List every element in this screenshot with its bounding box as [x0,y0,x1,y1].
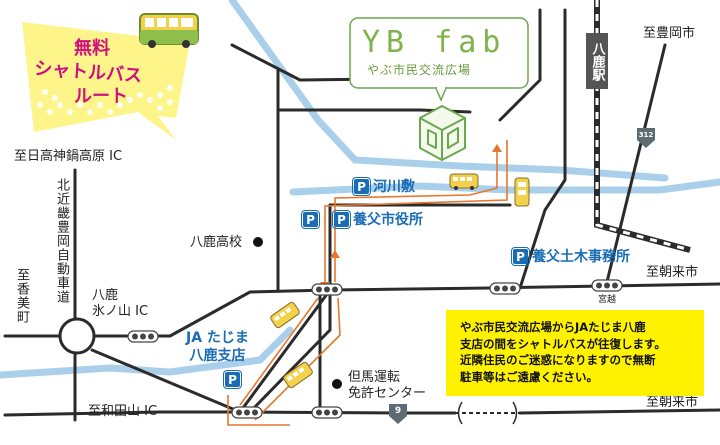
yoka-station-label: 八鹿駅 [586,33,608,89]
route-312-shield [637,128,655,148]
logo-frame [349,17,529,102]
route-312-label: 312 [638,131,654,139]
parking-city-hall: P 養父市役所 [332,210,423,229]
parking-icon-ja: P [223,370,242,389]
route-9-shield [389,404,407,424]
notice-line-2: 支店の間をシャトルバスが往復します。 [460,336,666,351]
to-wadayama-ic-label: 至和田山 IC [88,404,158,419]
to-asago-mid-label: 至朝来市 [646,265,699,280]
to-toyooka-label: 至豊岡市 [643,26,696,41]
tunnel-arc-left [457,401,463,425]
bus-icon-ja-upper [270,301,300,329]
notice-line-4: 駐車等はご遠慮ください。 [460,370,598,385]
parking-city-hall-label: 養父市役所 [353,211,423,228]
notice-line-1: やぶ市民交流広場からJAたじま八鹿 [460,320,646,334]
bus-icon-right [514,177,530,207]
to-asago-bottom-label: 至朝来市 [646,395,699,410]
expressway-label: 北近畿豊岡自動車道 [54,178,69,304]
ja-tajima-label: JA たじま 八鹿支店 [186,330,249,365]
license-center-marker [332,379,342,389]
miyakoshi-label: 宮越 [598,295,617,305]
balloon-route-label: ルート [74,86,128,107]
yoka-high-label: 八鹿高校 [190,235,243,250]
river [0,0,720,379]
balloon-bus-icon [139,13,199,48]
parking-icon-secondary: P [301,210,320,229]
tunnel-arc-right [512,401,518,425]
ja-tajima-line2: 八鹿支店 [189,347,246,364]
bus-icon-ja-lower [283,361,313,389]
bus-icon-river [449,173,479,190]
yoka-high-marker [253,237,263,247]
yb-fab-building-icon [419,105,466,161]
parking-river: P 河川敷 [352,177,415,196]
to-hidaka-ic-label: 至日高神鍋高原 IC [14,149,123,164]
yoka-ic-label: 八鹿 氷ノ山 IC [92,288,149,320]
parking-river-label: 河川敷 [373,178,415,195]
parking-civil-office-label: 養父土木事務所 [532,248,630,265]
to-kami-label: 至香美町 [14,268,29,324]
signals [127,279,623,419]
license-center-label: 但馬運転 免許センター [348,370,427,402]
logo-title: YB fab [362,25,507,60]
parking-civil-office: P 養父土木事務所 [511,247,630,266]
route-9-label: 9 [394,406,402,416]
notice-box: やぶ市民交流広場からJAたじま八鹿 支店の間をシャトルバスが往復します。 近隣住… [446,310,704,396]
shuttle-balloon [22,22,190,140]
notice-line-3: 近隣住民のご迷惑になりますので無断 [460,353,656,368]
parking-icon: P [352,177,371,196]
balloon-free-label: 無料 [74,38,110,59]
shuttle-route [227,140,508,426]
parking-icon: P [332,210,351,229]
roundabout [58,317,96,355]
ja-tajima-line1: JA たじま [186,330,249,346]
parking-icon: P [511,247,530,266]
logo-subtitle: やぶ市民交流広場 [367,63,472,77]
